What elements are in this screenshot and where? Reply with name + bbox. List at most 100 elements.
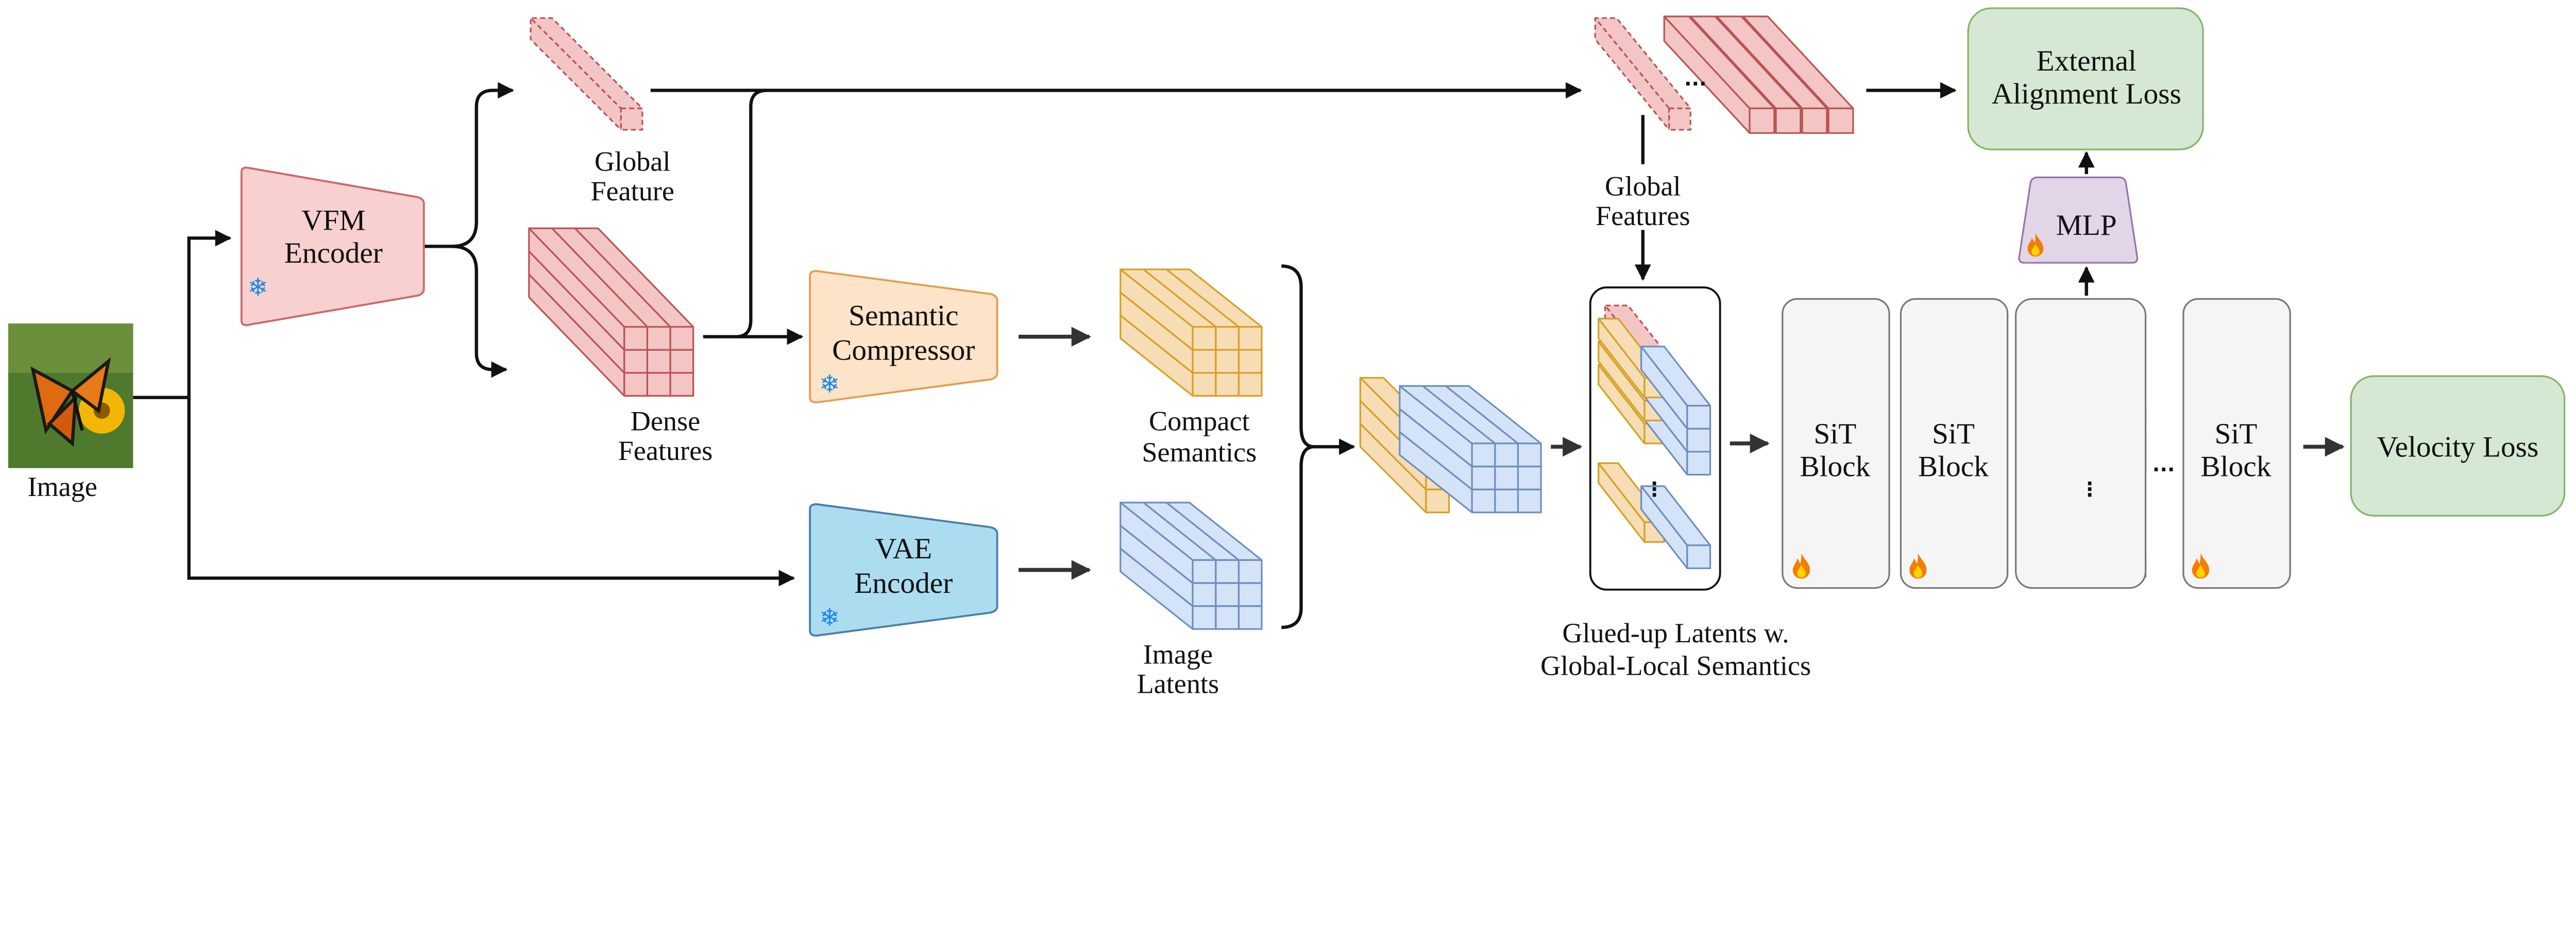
- compact-semantics-label-1: Compact: [1149, 405, 1250, 436]
- sit-block-label-1: SiT: [1932, 418, 1975, 450]
- vfm-encoder: VFM Encoder ❄: [240, 166, 425, 327]
- bar-front-face: [1215, 559, 1240, 584]
- bar-front-face: [1494, 488, 1519, 514]
- sit-block-expanded: [2015, 298, 2147, 589]
- bar-top-face: [530, 17, 643, 110]
- bar-front-face: [1192, 559, 1217, 584]
- bar-front-face: [1192, 326, 1217, 351]
- bar-front-face: [1749, 107, 1775, 134]
- framework-diagram: Image VFM Encoder ❄ Global Feature Dense…: [8, 7, 2566, 699]
- sit-ellipsis: ...: [2153, 453, 2175, 476]
- input-image: [8, 323, 133, 468]
- bar-front-face: [1801, 107, 1828, 134]
- glued-label-2: Global-Local Semantics: [1540, 651, 1811, 681]
- vfm-encoder-label-1: VFM: [301, 204, 365, 236]
- bar-front-face: [1686, 451, 1711, 476]
- global-features-label-2: Features: [1596, 200, 1690, 231]
- bar-front-face: [669, 326, 694, 351]
- snowflake-icon: ❄: [819, 604, 840, 632]
- compact-semantics-label-2: Semantics: [1142, 437, 1257, 468]
- dense-features-label-1: Dense: [631, 405, 700, 436]
- global-feature-label-1: Global: [595, 146, 670, 177]
- bar-front-face: [646, 372, 671, 397]
- snowflake-icon: ❄: [248, 274, 268, 302]
- bar-front-face: [1192, 605, 1217, 630]
- bar-front-face: [1686, 544, 1711, 569]
- sit-block-3: SiT Block: [2182, 298, 2291, 589]
- bar-front-face: [1494, 466, 1519, 490]
- bar-front-face: [1192, 349, 1217, 374]
- external-loss-label-1: External: [2037, 45, 2137, 77]
- global-features-label-1: Global: [1605, 170, 1681, 201]
- bar-front-face: [1215, 582, 1240, 607]
- dense-features-label-2: Features: [618, 435, 713, 466]
- bar-front-face: [1668, 107, 1691, 131]
- bar-front-face: [623, 349, 648, 374]
- snowflake-icon: ❄: [819, 370, 840, 399]
- semantic-compressor-label-1: Semantic: [849, 299, 959, 332]
- bar-front-face: [669, 349, 694, 374]
- sit-block-1: SiT Block: [1782, 298, 1890, 589]
- sit-block-2: SiT Block: [1900, 298, 2009, 589]
- bar-front-face: [1238, 349, 1263, 374]
- image-latents-label-1: Image: [1143, 639, 1213, 670]
- bar-front-face: [1494, 442, 1519, 468]
- bar-front-face: [1238, 582, 1263, 607]
- glued-latents-box: [1589, 286, 1721, 591]
- bar-front-face: [1238, 559, 1263, 584]
- semantic-compressor: Semantic Compressor ❄: [809, 270, 998, 404]
- bar-front-face: [1238, 605, 1263, 630]
- bar-front-face: [1215, 349, 1240, 374]
- vae-encoder-label-1: VAE: [875, 533, 933, 565]
- bar-front-face: [1471, 442, 1496, 468]
- bar-front-face: [620, 107, 643, 131]
- bar-front-face: [1215, 372, 1240, 397]
- vertical-ellipsis: ⋮: [1645, 478, 1664, 501]
- global-feature-label-2: Feature: [590, 176, 674, 207]
- bar-front-face: [1238, 326, 1263, 351]
- bar-front-face: [1192, 582, 1217, 607]
- sit-block-label-2: Block: [2200, 451, 2271, 483]
- bar-front-face: [1686, 405, 1711, 430]
- bar-front-face: [669, 372, 694, 397]
- velocity-loss-label: Velocity Loss: [2377, 431, 2538, 463]
- image-latents-label-2: Latents: [1137, 669, 1219, 699]
- bar-front-face: [1215, 605, 1240, 630]
- bar-front-face: [1517, 466, 1542, 490]
- bar-side-face: [530, 17, 622, 131]
- bar-front-face: [1827, 107, 1854, 134]
- sit-block-label-2: Block: [1918, 451, 1989, 483]
- bar-front-face: [1775, 107, 1802, 134]
- sit-block-label-1: SiT: [1814, 418, 1856, 450]
- sit-block-label-2: Block: [1800, 451, 1870, 483]
- bar-front-face: [623, 372, 648, 397]
- sit-block-label-1: SiT: [2214, 418, 2257, 450]
- mlp: MLP: [2018, 176, 2139, 264]
- external-loss-label-2: Alignment Loss: [1992, 78, 2181, 110]
- mlp-label: MLP: [2056, 209, 2117, 242]
- semantic-compressor-label-2: Compressor: [832, 334, 975, 366]
- bar-front-face: [646, 349, 671, 374]
- bar-front-face: [1517, 442, 1542, 468]
- vae-encoder-label-2: Encoder: [854, 567, 953, 600]
- velocity-loss: Velocity Loss: [2350, 375, 2566, 517]
- bar-front-face: [1517, 488, 1542, 514]
- bar-front-face: [646, 326, 671, 351]
- global-features-ellipsis: ...: [1684, 67, 1707, 91]
- vfm-encoder-label-2: Encoder: [284, 237, 383, 269]
- bar-front-face: [1471, 488, 1496, 514]
- image-label: Image: [27, 471, 97, 502]
- connectors: [133, 82, 2345, 629]
- external-alignment-loss: External Alignment Loss: [1967, 7, 2204, 150]
- vae-encoder: VAE Encoder ❄: [809, 503, 998, 637]
- glued-label-1: Glued-up Latents w.: [1562, 618, 1789, 648]
- bar-front-face: [1686, 428, 1711, 453]
- bar-front-face: [1215, 326, 1240, 351]
- bar-front-face: [1192, 372, 1217, 397]
- vertical-ellipsis: ⋮: [2080, 478, 2099, 501]
- bar-front-face: [623, 326, 648, 351]
- bar-top-face: [1594, 17, 1691, 110]
- bar-front-face: [1425, 488, 1450, 514]
- bar-front-face: [1471, 466, 1496, 490]
- bar-front-face: [1238, 372, 1263, 397]
